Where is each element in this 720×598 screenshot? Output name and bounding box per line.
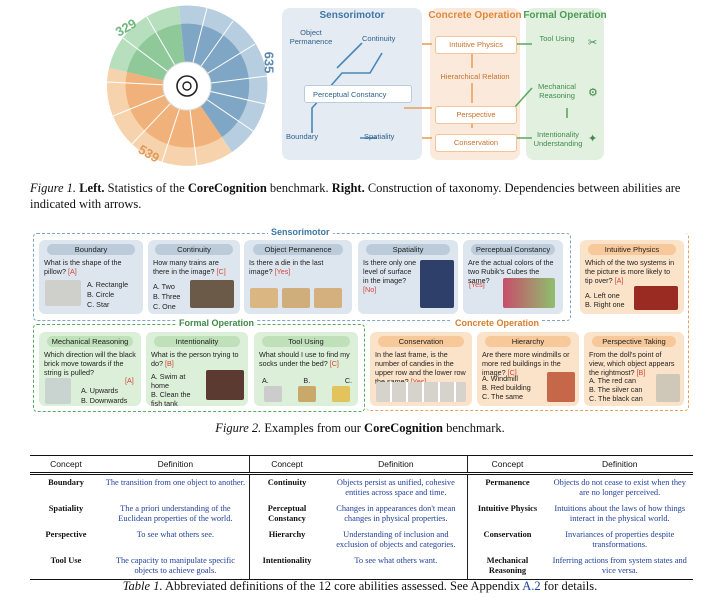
node-perspective: Perspective xyxy=(435,106,517,124)
candies-frames-image xyxy=(376,382,466,402)
node-continuity: Continuity xyxy=(362,34,396,43)
card-boundary: Boundary What is the shape of the pillow… xyxy=(39,240,143,314)
doll-image xyxy=(656,374,680,402)
tool-b-image xyxy=(298,386,316,402)
tipping-systems-image xyxy=(634,286,678,310)
table-1: Concept Definition Concept Definition Co… xyxy=(30,455,693,580)
definition-cell: Understanding of inclusion and exclusion… xyxy=(336,530,456,549)
card-hierarchy: Hierarchy Are there more windmills or mo… xyxy=(477,332,579,406)
card-continuity: Continuity How many trains are there in … xyxy=(148,240,240,314)
card-object-permanence: Object Permanence Is there a die in the … xyxy=(244,240,352,314)
definition-cell: To see what others see. xyxy=(136,530,215,539)
stacked-boxes-image xyxy=(420,260,454,308)
count-formal-wheel: 635 xyxy=(261,51,277,74)
node-object-permanence: Object Permanence xyxy=(289,28,333,46)
definition-cell: To see what others want. xyxy=(354,556,438,565)
statistics-wheel xyxy=(106,5,268,167)
wrench-icon: ✂ xyxy=(588,37,598,49)
figure-1-caption: Figure 1. Left. Statistics of the CoreCo… xyxy=(30,181,681,211)
figure-2-caption: Figure 2. Examples from our CoreCognitio… xyxy=(215,421,505,435)
rubiks-cubes-image xyxy=(503,278,555,308)
node-mechanical-reasoning: Mechanical Reasoning xyxy=(538,82,576,100)
definition-cell: Changes in appearances don't mean change… xyxy=(336,504,456,523)
node-tool-using: Tool Using xyxy=(539,34,575,43)
concept-cell: Spatiality xyxy=(48,504,84,513)
card-tool-using: Tool Using What should I use to find my … xyxy=(254,332,358,406)
concept-cell: Conservation xyxy=(467,527,547,553)
windmills-image xyxy=(547,372,575,402)
formal-panel xyxy=(526,8,604,160)
card-spatiality: Spatiality Is there only one level of su… xyxy=(358,240,458,314)
concept-cell: Permanence xyxy=(467,473,547,501)
node-conservation: Conservation xyxy=(435,134,517,152)
frame-1-image xyxy=(250,288,278,308)
card-intuitive-physics: Intuitive Physics Which of the two syste… xyxy=(580,240,684,314)
lightbulb-icon: ✦ xyxy=(588,133,598,145)
card-perceptual-constancy: Perceptual Constancy Are the actual colo… xyxy=(463,240,563,314)
concept-cell: Boundary xyxy=(48,478,84,487)
concept-cell: Intuitive Physics xyxy=(467,501,547,527)
dependency-arrows xyxy=(311,42,568,139)
node-hierarchical-relation: Hierarchical Relation xyxy=(440,72,510,81)
table-row: Tool Use The capacity to manipulate speci… xyxy=(30,553,693,580)
formal-group-label: Formal Operation xyxy=(176,318,258,328)
node-perceptual-constancy: Perceptual Constancy xyxy=(304,85,412,103)
pulley-image xyxy=(45,378,71,404)
card-perspective-taking: Perspective Taking From the doll's point… xyxy=(584,332,684,406)
definition-cell: Invariances of properties despite transf… xyxy=(565,530,675,549)
tool-a-image xyxy=(264,386,282,402)
figure-1: 329 635 539 Sensorimotor Concrete Operat… xyxy=(0,0,720,172)
node-intentionality-understanding: Intentionality Understanding xyxy=(533,130,583,148)
node-spatiality: Spatiality xyxy=(364,132,395,141)
definition-cell: The transition from one object to anothe… xyxy=(105,478,246,487)
table-row: Boundary The transition from one object t… xyxy=(30,473,693,501)
card-conservation: Conservation In the last frame, is the n… xyxy=(370,332,472,406)
node-intuitive-physics: Intuitive Physics xyxy=(435,36,517,54)
train-image xyxy=(190,280,234,308)
node-boundary: Boundary xyxy=(286,132,319,141)
pillow-image xyxy=(45,280,81,306)
table-1-caption: Table 1. Abbreviated definitions of the … xyxy=(122,579,598,593)
table-row: Perspective To see what others see. Hierar… xyxy=(30,527,693,553)
fish-tank-image xyxy=(206,370,244,400)
robot-arm-icon: ⚙ xyxy=(588,87,598,99)
definition-cell: The capacity to manipulate specific obje… xyxy=(115,556,235,575)
brain-gear-icon xyxy=(176,75,198,97)
card-intentionality: Intentionality What is the person trying… xyxy=(146,332,248,406)
appendix-link[interactable]: A.2 xyxy=(522,579,541,593)
concrete-group xyxy=(366,233,689,411)
concept-cell: Perceptual Constancy xyxy=(248,501,325,527)
card-mechanical-reasoning: Mechanical Reasoning Which direction wil… xyxy=(39,332,141,406)
concept-cell: Perspective xyxy=(45,530,87,539)
definition-cell: Intuitions about the laws of how things … xyxy=(554,504,686,523)
concept-cell: Hierarchy xyxy=(248,527,325,553)
concept-cell: Intentionality xyxy=(248,553,325,580)
concept-cell: Tool Use xyxy=(50,556,82,565)
concrete-title: Concrete Operation xyxy=(428,10,522,21)
definition-cell: Inferring actions from system states and… xyxy=(552,556,687,575)
concept-cell: Mechanical Reasoning xyxy=(467,553,547,580)
definition-cell: The a priori understanding of the Euclid… xyxy=(118,504,233,523)
table-row: Spatiality The a priori understanding of … xyxy=(30,501,693,527)
definition-cell: Objects do not cease to exist when they … xyxy=(553,478,686,497)
concept-cell: Continuity xyxy=(248,473,325,501)
formal-title: Formal Operation xyxy=(523,10,607,21)
frame-2-image xyxy=(282,288,310,308)
tool-c-image xyxy=(332,386,350,402)
sensorimotor-panel xyxy=(282,8,422,160)
sensorimotor-group-label: Sensorimotor xyxy=(268,227,333,237)
frame-3-image xyxy=(314,288,342,308)
sensorimotor-title: Sensorimotor xyxy=(319,10,385,21)
concrete-group-label: Concrete Operation xyxy=(452,318,543,328)
definition-cell: Objects persist as unified, cohesive ent… xyxy=(336,478,455,497)
